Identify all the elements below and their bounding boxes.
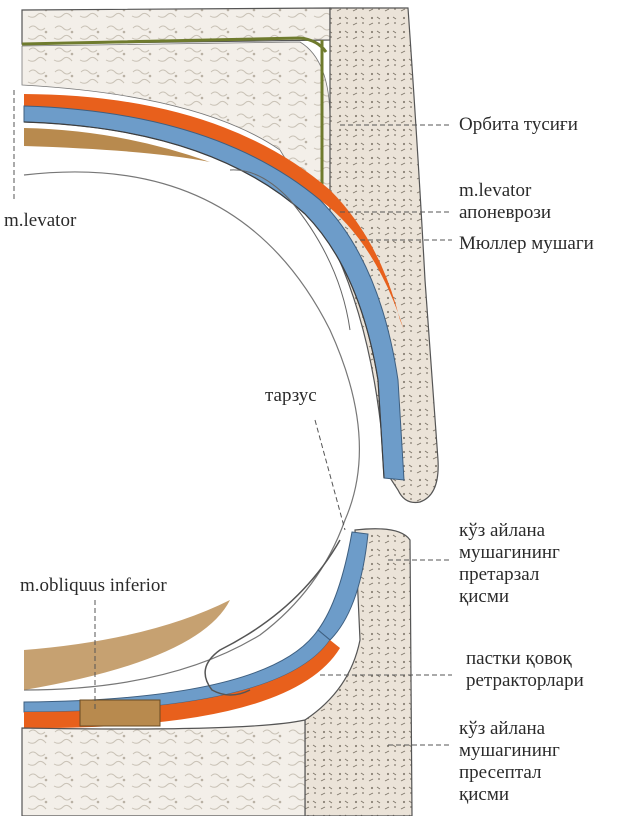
orbital-floor-bone — [22, 720, 305, 816]
label-lower-retractors: пастки қовоқ ретракторлари — [466, 648, 584, 692]
label-preseptal: кўз айлана мушагининг пресептал қисми — [459, 718, 560, 806]
label-orbita-rim: Орбита тусиғи — [459, 114, 578, 136]
lower-orbital-fat — [24, 600, 230, 690]
inferior-oblique-muscle — [80, 700, 160, 726]
label-levator: m.levator — [4, 210, 76, 232]
label-obliquus-inferior: m.obliquus inferior — [20, 575, 167, 597]
label-tarsus: тарзус — [265, 385, 317, 407]
label-levator-aponeurosis: m.levator апоневрози — [459, 180, 551, 224]
globe-outline — [24, 172, 359, 690]
label-pretarsal: кўз айлана мушагининг претарзал қисми — [459, 520, 560, 608]
label-muller-muscle: Мюллер мушаги — [459, 233, 594, 255]
